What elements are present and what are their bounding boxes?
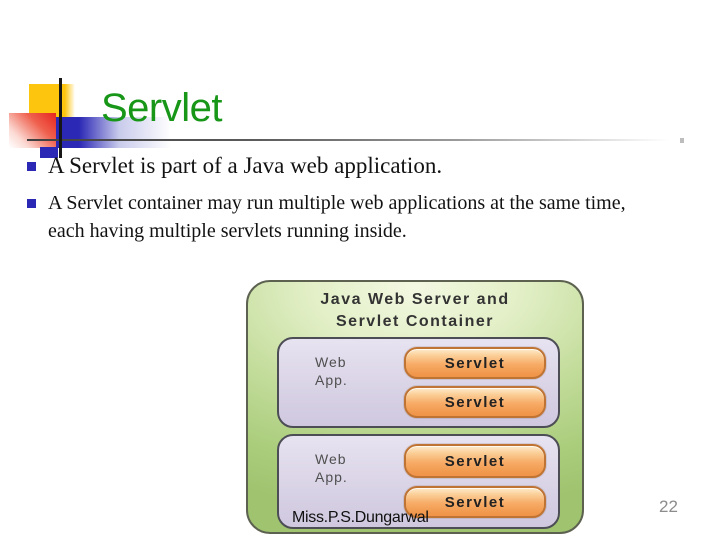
bullet-item: A Servlet is part of a Java web applicat… xyxy=(27,152,688,180)
bullet-text: A Servlet is part of a Java web applicat… xyxy=(48,153,443,178)
servlet-pill: Servlet xyxy=(404,347,546,379)
deco-blue-square-small xyxy=(40,147,58,158)
bullet-text: A Servlet container may run multiple web… xyxy=(48,192,626,242)
servlet-pill: Servlet xyxy=(404,444,546,478)
rule-end-speck xyxy=(680,138,684,143)
web-app-label: Web App. xyxy=(315,354,348,389)
servlet-pill: Servlet xyxy=(404,386,546,418)
server-container-box: Java Web Server and Servlet Container We… xyxy=(246,280,584,534)
bullet-marker xyxy=(27,199,36,208)
server-title-line1: Java Web Server and xyxy=(320,291,510,308)
deco-blue-square xyxy=(56,117,171,148)
page-number: 22 xyxy=(659,497,678,516)
servlet-pill: Servlet xyxy=(404,486,546,518)
slide-title: Servlet xyxy=(101,86,223,130)
deco-red-gradient-square xyxy=(9,113,56,148)
server-title-line2: Servlet Container xyxy=(336,312,494,330)
deco-vertical-line xyxy=(59,78,62,158)
web-app-box: Web App. Servlet Servlet xyxy=(277,337,560,428)
bullet-item: A Servlet container may run multiple web… xyxy=(27,189,643,245)
web-app-box: Web App. Servlet Servlet xyxy=(277,434,560,529)
bullet-marker xyxy=(27,162,36,171)
server-container-title: Java Web Server and Servlet Container xyxy=(248,289,582,332)
footer-author: Miss.P.S.Dungarwal xyxy=(292,509,429,526)
title-underline-rule xyxy=(27,139,689,141)
web-app-label: Web App. xyxy=(315,451,348,486)
